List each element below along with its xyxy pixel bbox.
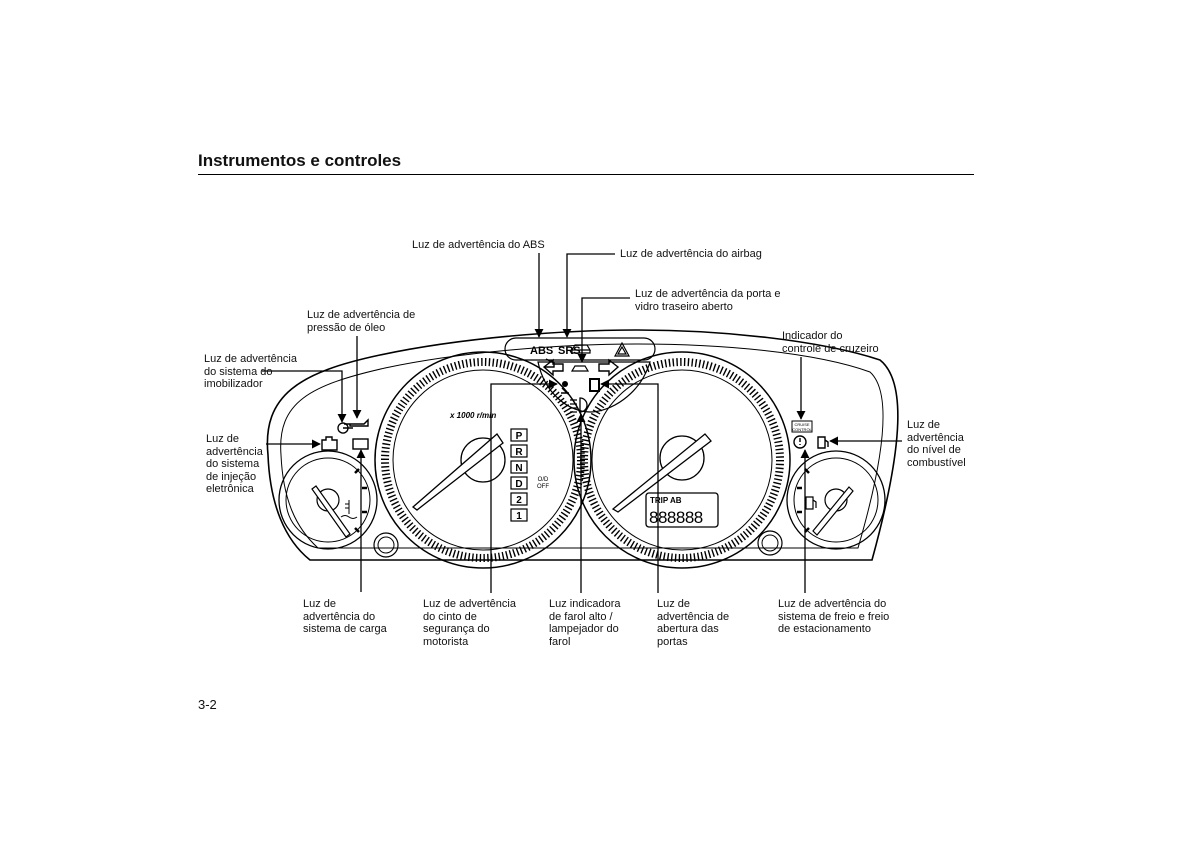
door-rear-icon [570,344,592,354]
gear-p: P [516,431,523,442]
tachometer-outer [374,351,592,569]
gear-box-n [510,460,528,474]
engine-check-icon [321,436,338,451]
brake-icon [793,435,807,449]
fuel-needle [812,486,854,536]
label-charge: Luz de advertência do sistema de carga [303,598,387,635]
fuel-warning-icon [817,436,829,449]
label-cruise: Indicador do controle de cruzeiro [782,330,879,355]
turn-left-icon [542,358,564,377]
line-doors [600,379,659,593]
cruise-badge-line1: CRUISE [794,422,809,427]
middle-warning-panel [537,361,651,413]
od-text: O/D [538,477,549,483]
label-brake: Luz de advertência do sistema de freio e… [778,598,890,635]
cluster-inner-outline [280,343,884,549]
temp-gauge-outer [278,450,378,550]
odometer-display [645,492,719,528]
gear-box-d [510,476,528,490]
tach-unit-text: x 1000 r/min [449,411,496,420]
temp-needle [311,485,351,538]
left-knob [373,532,399,558]
gear-box-2 [510,492,528,506]
seatbelt-icon [562,381,568,387]
door-open-icon [589,378,600,392]
fuel-pump-icon [805,496,817,510]
label-door-rear: Luz de advertência da porta e vidro tras… [635,288,781,313]
cruise-badge-line2: CONTROL [792,427,812,432]
label-immobilizer: Luz de advertência do sistema do imobili… [204,353,297,390]
srs-text: SRS [558,345,581,357]
coolant-icon [340,500,358,519]
tach-needle [411,433,504,511]
page-number: 3-2 [198,697,217,712]
car-icon [570,365,590,372]
right-knob [757,530,783,556]
gear-2: 2 [516,495,522,506]
speedometer-outer [573,351,791,569]
page-title: Instrumentos e controles [198,151,402,170]
turn-right-icon [598,358,620,377]
battery-icon [352,438,369,450]
abs-text: ABS [530,345,553,357]
label-seatbelt: Luz de advertência do cinto de segurança… [423,598,516,648]
trip-text: TRIP AB [650,496,682,505]
gear-box-p [510,428,528,442]
header-rule [198,174,974,175]
gear-r: R [515,447,523,458]
fuel-gauge-outer [786,450,886,550]
speedometer-ring [580,358,784,562]
label-oil: Luz de advertência de pressão de óleo [307,309,416,334]
gear-box-1 [510,508,528,522]
hazard-icon [613,341,631,357]
gear-indicator: P R N D 2 1 O/D OFF [510,428,549,522]
label-highbeam: Luz indicadora de farol alto / lampejado… [549,598,621,648]
label-doors: Luz de advertência de abertura das porta… [657,598,730,648]
label-injection: Luz de advertência do sistema de injeção… [206,433,263,495]
gear-box-r [510,444,528,458]
gear-d: D [515,479,522,490]
immobilizer-icon [337,422,353,434]
line-airbag [562,253,615,338]
speedo-needle [611,433,712,513]
odometer-text: 888888 [649,508,703,527]
line-seatbelt [490,379,558,593]
cruise-badge [791,420,813,433]
oil-pressure-icon [344,418,369,427]
cluster-outline [266,329,899,561]
speedo-hub [659,435,705,481]
off-text: OFF [537,484,549,490]
gear-n: N [515,463,522,474]
label-abs: Luz de advertência do ABS [412,239,545,251]
tach-hub [460,437,506,483]
label-airbag: Luz de advertência do airbag [620,248,762,260]
line-immobilizer [262,370,347,423]
line-door-rear [577,297,630,363]
gear-1: 1 [516,511,522,522]
label-fuel: Luz de advertência do nível de combustív… [907,419,966,469]
